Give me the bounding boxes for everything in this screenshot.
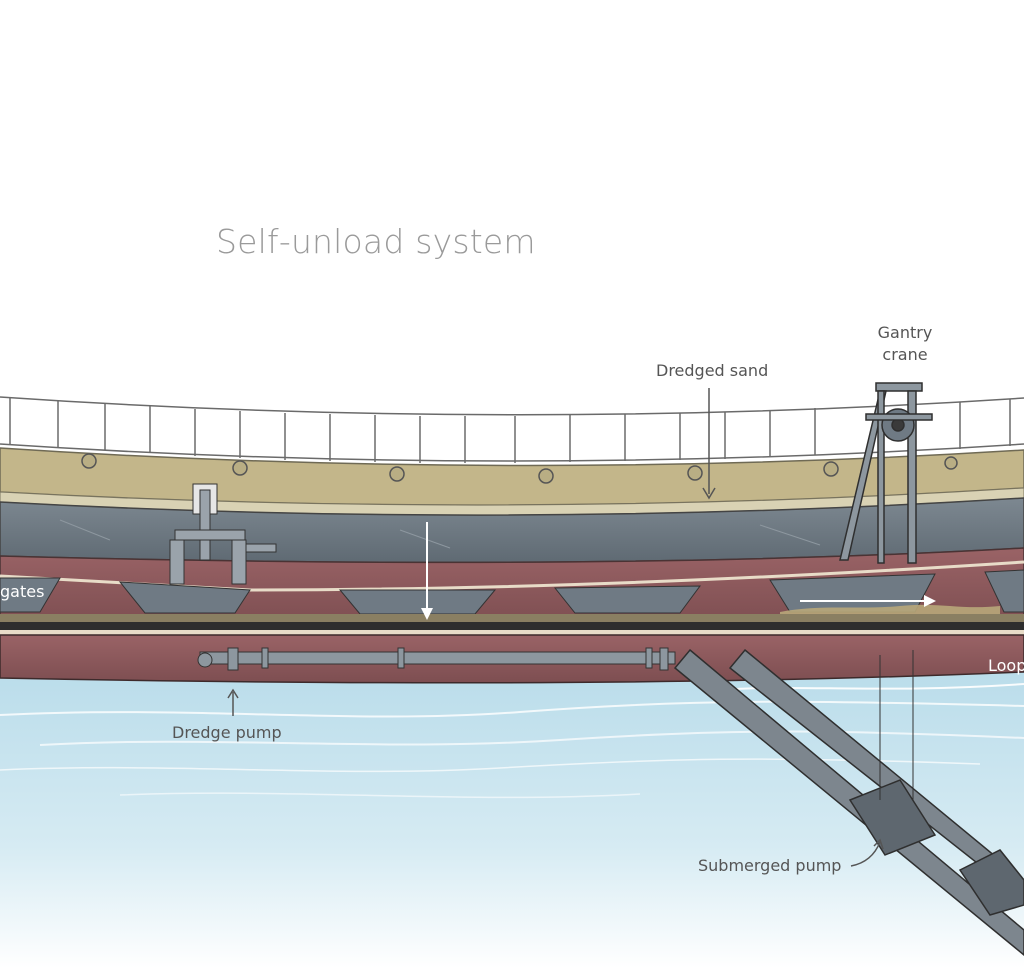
conveyor-belt bbox=[0, 614, 1024, 635]
gates-label: gates bbox=[0, 582, 45, 601]
hull-lower-red bbox=[0, 634, 1024, 684]
dredged-sand-label: Dredged sand bbox=[656, 361, 769, 380]
diagram-title: Self-unload system bbox=[216, 222, 536, 261]
gantry-crane-label-line2: crane bbox=[882, 345, 928, 364]
hull-mid-red bbox=[0, 547, 1024, 627]
gantry-crane-label: Gantry crane bbox=[866, 322, 944, 366]
loop-label: Loop bbox=[988, 656, 1024, 675]
gantry-crane-label-line1: Gantry bbox=[877, 323, 933, 342]
gantry-crane bbox=[839, 382, 933, 564]
deck-railing bbox=[0, 396, 1024, 463]
deck-pipework bbox=[169, 483, 277, 585]
flow-arrows bbox=[227, 388, 936, 867]
submerged-pump-label: Submerged pump bbox=[698, 856, 842, 875]
dredge-pump-label: Dredge pump bbox=[172, 723, 282, 742]
sand-hopper bbox=[0, 447, 1024, 516]
suction-ladder bbox=[673, 648, 1024, 956]
